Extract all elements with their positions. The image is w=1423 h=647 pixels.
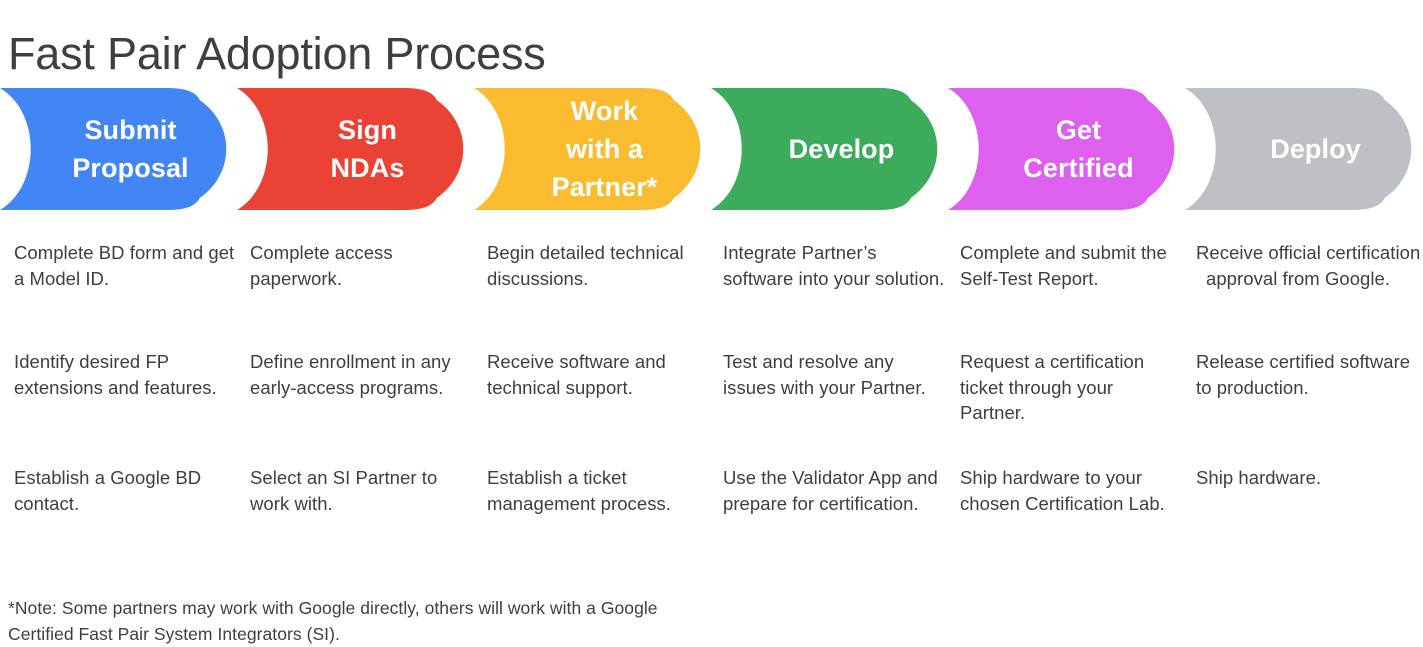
process-step-get-certified[interactable]: Get Certified	[948, 88, 1185, 210]
process-step-deploy[interactable]: Deploy	[1185, 88, 1422, 210]
process-step-submit-proposal[interactable]: Submit Proposal	[0, 88, 237, 210]
detail-item: Use the Validator App and prepare for ce…	[723, 467, 938, 514]
page-title: Fast Pair Adoption Process	[8, 28, 546, 80]
process-step-work-with-partner[interactable]: Work with a Partner*	[474, 88, 711, 210]
detail-item: Ship hardware to your chosen Certificati…	[960, 467, 1165, 514]
detail-item: Test and resolve any issues with your Pa…	[723, 351, 926, 398]
slide-canvas: Fast Pair Adoption Process Submit Propos…	[0, 28, 1423, 644]
process-step-label-deploy: Deploy	[1270, 133, 1361, 164]
detail-item: Complete access paperwork.	[250, 242, 393, 289]
detail-item: Establish a Google BD contact.	[14, 467, 202, 514]
detail-item: Begin detailed technical discussions.	[487, 242, 684, 289]
detail-item: Ship hardware.	[1196, 467, 1322, 488]
detail-item: Complete and submit the Self-Test Report…	[960, 242, 1167, 289]
detail-item: Define enrollment in any early-access pr…	[250, 351, 451, 398]
detail-item: Release certified software to production…	[1196, 351, 1411, 398]
process-step-label-get-certified: Get Certified	[1023, 114, 1134, 183]
process-step-label-develop: Develop	[788, 133, 895, 164]
process-step-shape-deploy	[1185, 88, 1412, 210]
detail-item: Request a certification ticket through y…	[960, 351, 1145, 423]
process-step-shape-sign-ndas	[237, 88, 464, 210]
detail-item: Complete BD form and get a Model ID.	[14, 242, 235, 289]
process-step-label-work-with-partner: Work with a Partner*	[551, 95, 658, 203]
process-step-shape-work-with-partner	[474, 88, 701, 210]
process-chevron-band: Submit Proposal Sign NDAs Work with a Part…	[0, 88, 1423, 210]
detail-item: Receive official certification approval …	[1196, 242, 1421, 289]
process-details-grid: Complete BD form and get a Model ID. Iden…	[0, 232, 1423, 562]
detail-item: Identify desired FP extensions and featu…	[14, 351, 217, 398]
process-step-develop[interactable]: Develop	[711, 88, 948, 210]
process-step-sign-ndas[interactable]: Sign NDAs	[237, 88, 474, 210]
process-step-shape-develop	[711, 88, 938, 210]
footnote-note: *Note: Some partners may work with Googl…	[8, 597, 658, 644]
process-step-label-submit-proposal: Submit Proposal	[72, 114, 189, 183]
detail-item: Select an SI Partner to work with.	[250, 467, 438, 514]
process-step-label-sign-ndas: Sign NDAs	[330, 114, 405, 183]
detail-item: Establish a ticket management process.	[487, 467, 671, 514]
process-step-shape-submit-proposal	[0, 88, 227, 210]
detail-item: Receive software and technical support.	[487, 351, 666, 398]
detail-item: Integrate Partner’s software into your s…	[723, 242, 945, 289]
process-step-shape-get-certified	[948, 88, 1175, 210]
